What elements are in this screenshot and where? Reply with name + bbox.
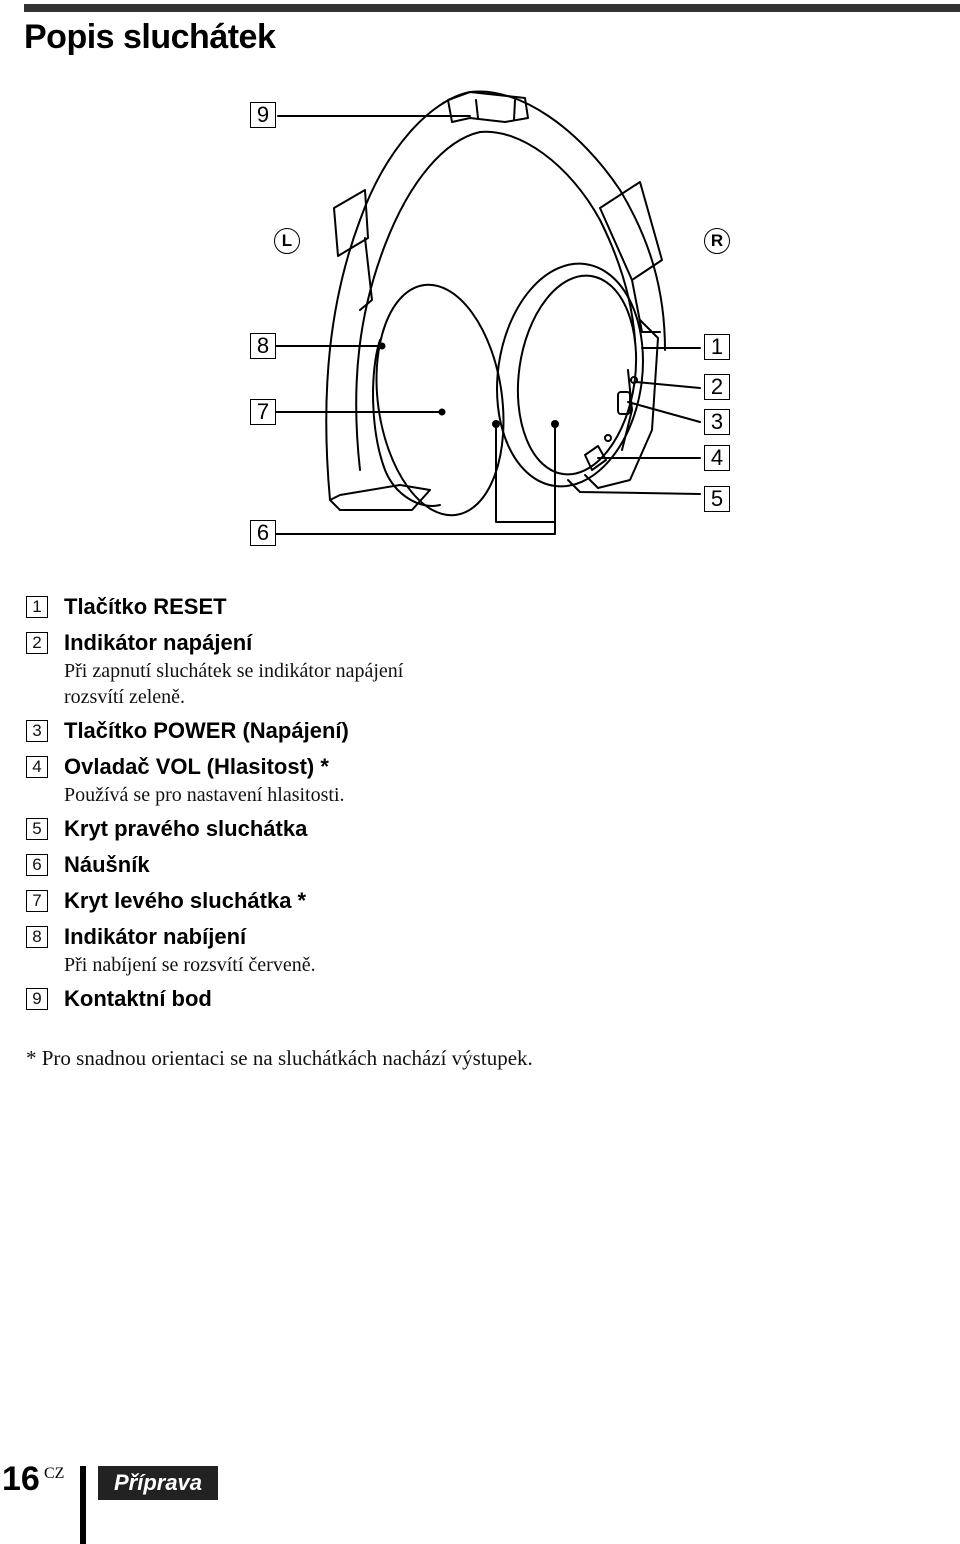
item-label: Kryt levého sluchátka * — [64, 888, 307, 913]
left-side-marker: L — [274, 228, 300, 254]
callout-1: 1 — [704, 334, 730, 360]
list-item: 9 Kontaktní bod — [26, 984, 646, 1014]
list-item: 5 Kryt pravého sluchátka — [26, 814, 646, 844]
headphones-figure: L R 9 8 7 6 1 2 3 4 5 — [0, 70, 960, 580]
callout-6: 6 — [250, 520, 276, 546]
item-number: 6 — [26, 854, 48, 876]
item-description: Používá se pro nastavení hlasitosti. — [64, 784, 345, 806]
footnote: * Pro snadnou orientaci se na sluchátkác… — [26, 1044, 666, 1073]
top-rule — [24, 4, 960, 12]
item-label: Indikátor napájení — [64, 630, 253, 655]
page-number: 16 — [2, 1460, 40, 1498]
list-item: 1 Tlačítko RESET — [26, 592, 646, 622]
headphones-illustration — [275, 90, 701, 535]
item-label: Indikátor nabíjení — [64, 924, 247, 949]
callout-7: 7 — [250, 399, 276, 425]
section-tab: Příprava — [98, 1466, 218, 1500]
callout-4: 4 — [704, 445, 730, 471]
item-number: 4 — [26, 756, 48, 778]
footnote-text: Pro snadnou orientaci se na sluchátkách … — [41, 1046, 533, 1070]
item-label: Náušník — [64, 852, 150, 877]
item-number: 3 — [26, 720, 48, 742]
list-item: 2 Indikátor napájení — [26, 628, 646, 658]
footer-divider — [80, 1466, 86, 1544]
item-label: Ovladač VOL (Hlasitost) * — [64, 754, 329, 779]
item-label: Tlačítko POWER (Napájení) — [64, 718, 349, 743]
item-description: Při zapnutí sluchátek se indikátor napáj… — [64, 660, 404, 708]
page-title: Popis sluchátek — [24, 18, 276, 56]
item-label: Tlačítko RESET — [64, 594, 227, 619]
item-number: 1 — [26, 596, 48, 618]
item-number: 2 — [26, 632, 48, 654]
list-item: 3 Tlačítko POWER (Napájení) — [26, 716, 646, 746]
item-description: Při nabíjení se rozsvítí červeně. — [64, 954, 316, 976]
item-number: 9 — [26, 988, 48, 1010]
item-number: 5 — [26, 818, 48, 840]
list-item: 6 Náušník — [26, 850, 646, 880]
callout-2: 2 — [704, 374, 730, 400]
right-side-marker: R — [704, 228, 730, 254]
item-label: Kontaktní bod — [64, 986, 212, 1011]
page-language: CZ — [44, 1465, 65, 1482]
list-item: 4 Ovladač VOL (Hlasitost) * — [26, 752, 646, 782]
callout-5: 5 — [704, 486, 730, 512]
parts-list: 1 Tlačítko RESET 2 Indikátor napájení Př… — [26, 586, 646, 1014]
item-number: 8 — [26, 926, 48, 948]
footnote-mark: * — [26, 1046, 37, 1070]
callout-3: 3 — [704, 409, 730, 435]
item-number: 7 — [26, 890, 48, 912]
list-item: 7 Kryt levého sluchátka * — [26, 886, 646, 916]
item-label: Kryt pravého sluchátka — [64, 816, 308, 841]
list-item: 8 Indikátor nabíjení — [26, 922, 646, 952]
callout-9: 9 — [250, 102, 276, 128]
callout-8: 8 — [250, 333, 276, 359]
